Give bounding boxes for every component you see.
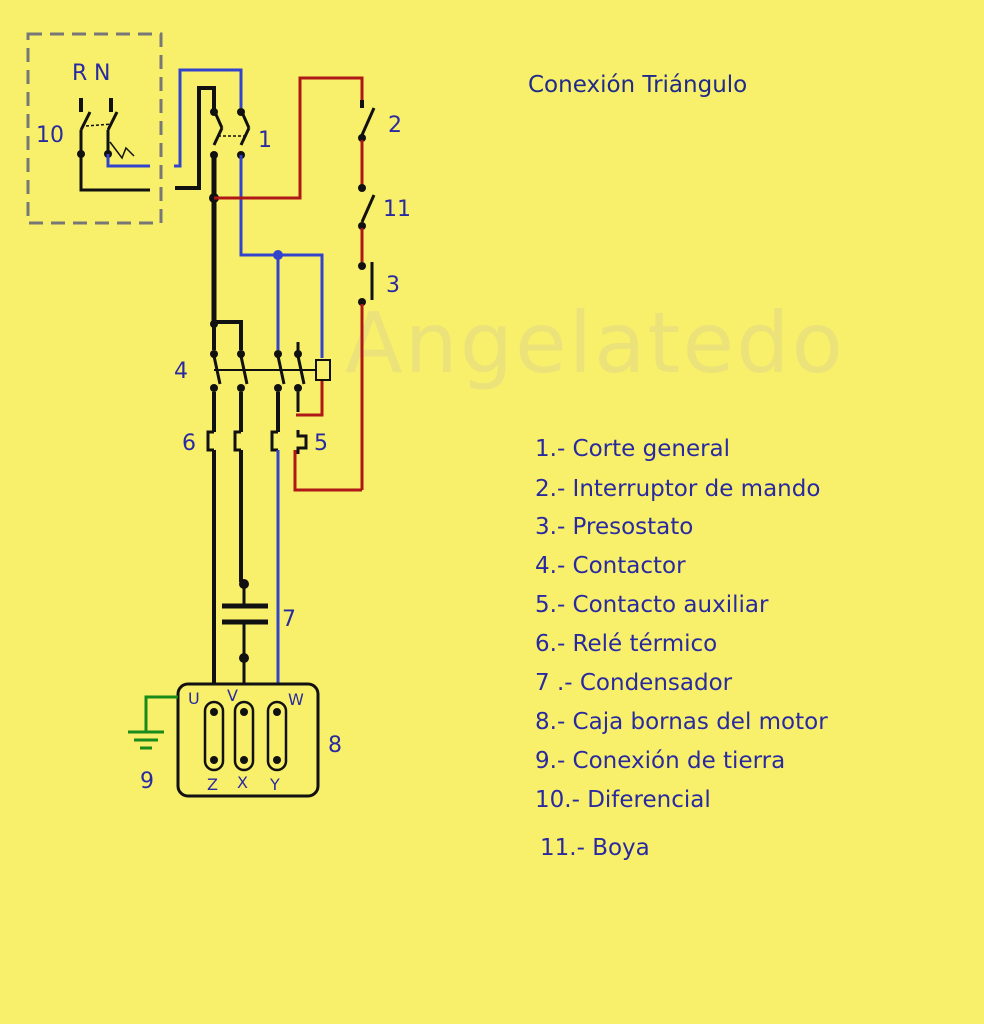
legend-item-7: 7 .- Condensador — [535, 670, 733, 696]
terminal-z: Z — [207, 775, 218, 794]
label-4: 4 — [174, 359, 188, 384]
wire-red-control — [214, 76, 364, 200]
wire-blue-feed — [174, 68, 243, 168]
watermark: Angelatedo — [345, 294, 845, 392]
label-2: 2 — [388, 113, 402, 138]
label-10: 10 — [36, 123, 64, 148]
thermal-relay: 6 — [182, 430, 278, 456]
legend-item-10: 10.- Diferencial — [535, 787, 711, 813]
main-switch: 1 — [210, 108, 272, 159]
terminal-x: X — [237, 773, 248, 792]
terminal-v: V — [227, 686, 238, 705]
wire-blue-main — [239, 155, 280, 322]
terminal-y: Y — [269, 775, 280, 794]
wire-black-feed — [175, 86, 216, 190]
label-r: R — [72, 61, 87, 86]
control-switch: 2 — [358, 100, 402, 142]
label-3: 3 — [386, 273, 400, 298]
ground-connection: 9 — [128, 695, 178, 794]
label-6: 6 — [182, 431, 196, 456]
auxiliary-contact: 5 — [296, 430, 328, 456]
legend-item-5: 5.- Contacto auxiliar — [535, 592, 769, 618]
label-7: 7 — [282, 607, 296, 632]
legend-item-6: 6.- Relé térmico — [535, 631, 717, 657]
diagram-title: Conexión Triángulo — [528, 72, 747, 98]
legend: 1.- Corte general 2.- Interruptor de man… — [535, 436, 828, 861]
terminal-w: W — [288, 690, 304, 709]
label-n: N — [94, 61, 110, 86]
legend-item-3: 3.- Presostato — [535, 514, 693, 540]
capacitor: 7 — [222, 579, 296, 702]
label-11: 11 — [383, 197, 411, 222]
label-5: 5 — [314, 431, 328, 456]
legend-item-8: 8.- Caja bornas del motor — [535, 709, 828, 735]
wire-blue-coil — [278, 253, 324, 358]
legend-item-4: 4.- Contactor — [535, 553, 686, 579]
differential-switch: R N 10 — [26, 32, 163, 225]
motor-terminal-box: U V W Z X Y 8 — [176, 682, 342, 798]
terminal-u: U — [188, 689, 200, 708]
float-switch: 11 — [358, 184, 411, 230]
label-8: 8 — [328, 733, 342, 758]
legend-item-11: 11.- Boya — [540, 835, 650, 861]
legend-item-2: 2.- Interruptor de mando — [535, 476, 820, 502]
contactor: 4 — [174, 320, 331, 392]
pressure-switch: 3 — [358, 262, 400, 306]
legend-item-9: 9.- Conexión de tierra — [535, 748, 785, 774]
label-1: 1 — [258, 128, 272, 153]
legend-item-1: 1.- Corte general — [535, 436, 730, 462]
label-9: 9 — [140, 769, 154, 794]
